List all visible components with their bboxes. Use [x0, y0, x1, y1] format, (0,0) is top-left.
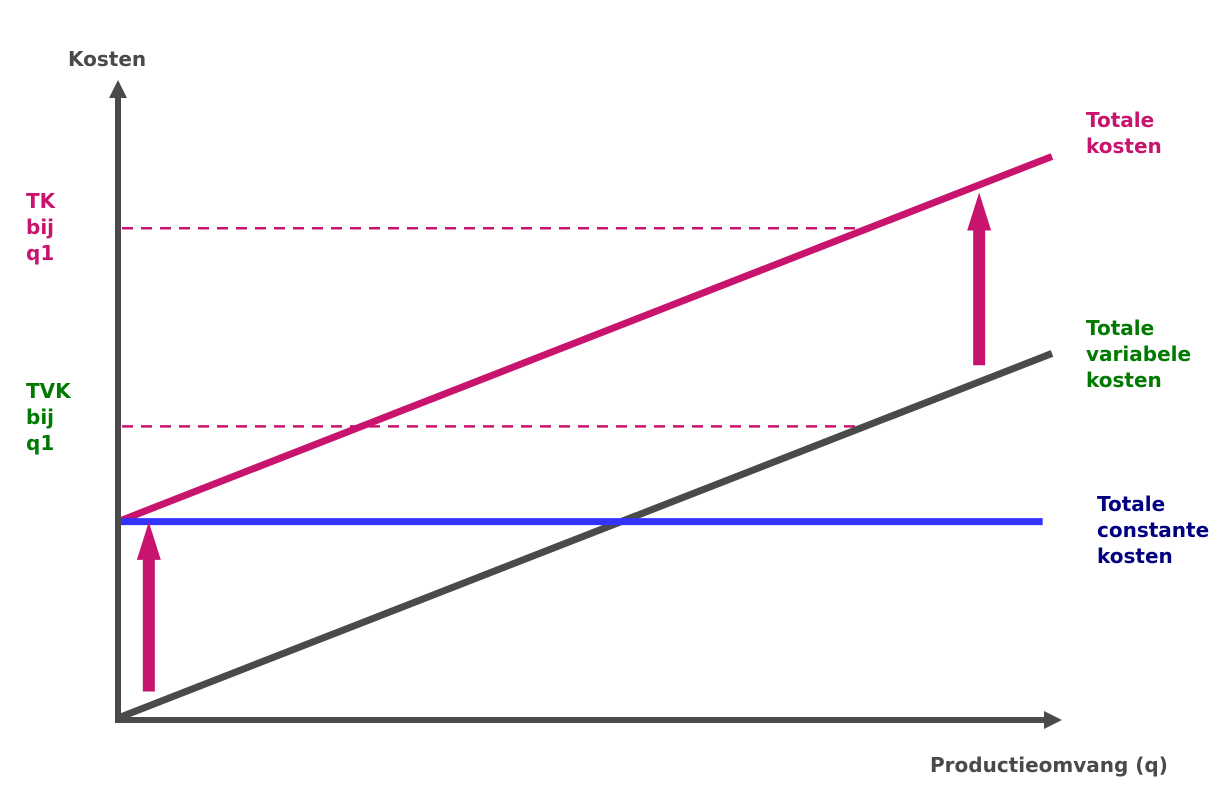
- tk-bij-q1-label-line: TK: [26, 189, 57, 213]
- tvk-bij-q1-label-line: bij: [26, 405, 54, 429]
- x-axis-arrowhead: [1044, 711, 1062, 729]
- constant-cost-shift-arrow-head: [967, 192, 992, 231]
- totale-constante-kosten-label-line: constante: [1097, 518, 1209, 542]
- arrows-layer: [136, 192, 992, 692]
- totale-variabele-kosten-label-line: variabele: [1086, 342, 1191, 366]
- totale-constante-kosten-label-line: kosten: [1097, 544, 1173, 568]
- tvk-bij-q1-label-line: q1: [26, 431, 54, 455]
- totale-kosten-label-line: Totale: [1086, 108, 1154, 132]
- constant-cost-shift-arrow: [967, 192, 992, 366]
- constant-cost-arrow-head: [136, 521, 161, 560]
- totale-kosten-label-line: kosten: [1086, 134, 1162, 158]
- tk-bij-q1-label-line: q1: [26, 241, 54, 265]
- tk-bij-q1-label-line: bij: [26, 215, 54, 239]
- totale-variabele-kosten-line: [116, 350, 1054, 722]
- y-axis-arrowhead: [109, 80, 127, 98]
- constant-cost-arrow: [136, 521, 161, 692]
- totale-constante-kosten-label-line: Totale: [1097, 492, 1165, 516]
- totale-variabele-kosten-label-line: Totale: [1086, 316, 1154, 340]
- series-layer: [116, 153, 1054, 722]
- reference-lines-layer: [122, 226, 866, 428]
- totale-variabele-kosten-label-line: kosten: [1086, 368, 1162, 392]
- totale-kosten-line: [116, 153, 1054, 525]
- tvk-bij-q1-label-line: TVK: [26, 379, 72, 403]
- axes-layer: [109, 80, 1062, 729]
- x-axis-label: Productieomvang (q): [930, 753, 1168, 777]
- y-axis-label: Kosten: [68, 47, 146, 71]
